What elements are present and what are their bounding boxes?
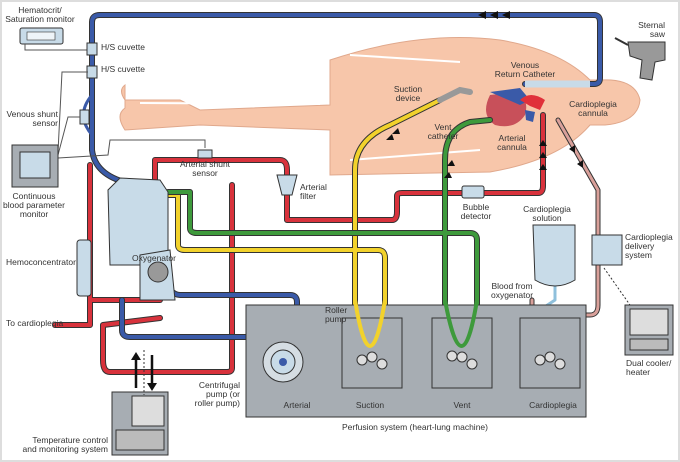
sternal-saw [614,37,666,81]
perfusion-system-label: Perfusion system (heart-lung machine) [342,422,488,432]
perfusion-machine [245,304,587,418]
oxygenator-reservoir [107,177,169,266]
venous-shunt-sensor [79,109,90,125]
cardioplegia-delivery-system [591,234,623,266]
arterial-filter [276,174,298,196]
hs-cuvette-2 [86,65,98,79]
hs-cuvette-label-1: H/S cuvette [101,42,145,52]
hemoconcentrator-label: Hemoconcentrator [6,257,76,267]
cardioplegia-solution-bag [532,224,576,287]
pump-label-cardioplegia: Cardioplegia [529,400,577,410]
bubble-detector [461,185,485,199]
hs-cuvette-label-2: H/S cuvette [101,64,145,74]
pump-label-vent: Vent [453,400,471,410]
flow-arrows [386,11,583,178]
to-cardioplegia-label: To cardioplegia [6,318,63,328]
vent-line [166,118,492,382]
heart [486,88,545,127]
pump-label-arterial: Arterial [284,400,311,410]
hemoconcentrator [76,239,92,297]
oxygenator-label: Oxygenator [132,253,176,263]
hs-cuvette-1 [86,42,98,56]
hematocrit-monitor-label: Hematocrit/Saturation monitor [5,5,75,24]
dual-cooler-label: Dual cooler/heater [626,358,672,377]
pump-label-suction: Suction [356,400,385,410]
venous-line [90,13,602,185]
patient-body [119,37,641,176]
suction-device [437,86,473,103]
arterial-shunt-sensor [197,149,213,159]
